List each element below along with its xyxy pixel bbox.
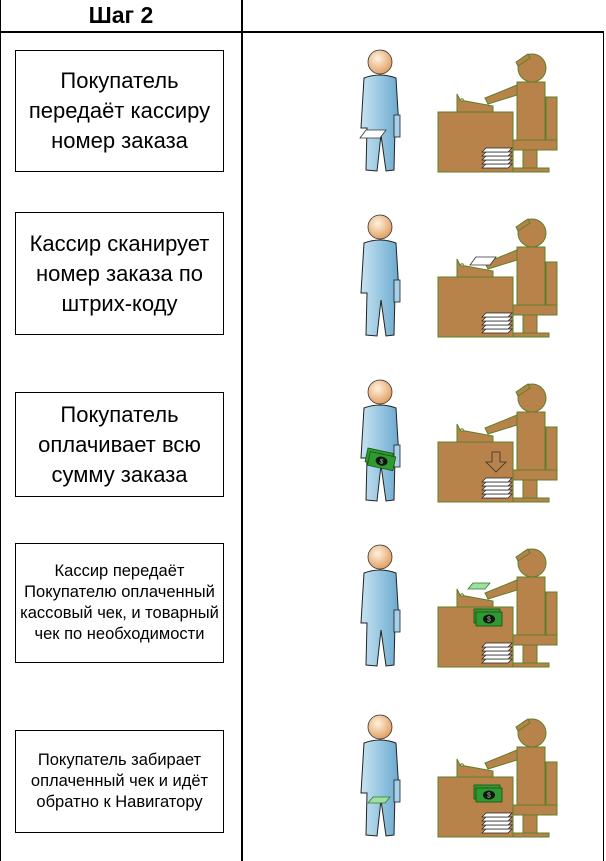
receipt-icon xyxy=(467,582,491,590)
table-border-left xyxy=(0,0,1,861)
table-border-right xyxy=(603,33,604,861)
step-box-3: Покупатель оплачивает всю сумму заказа xyxy=(15,392,224,497)
step-text: Покупатель забирает оплаченный чек и идё… xyxy=(30,751,209,811)
step-text: Покупатель передаёт кассиру номер заказа xyxy=(28,68,211,153)
column-divider xyxy=(241,0,243,861)
cash-icon xyxy=(473,608,503,627)
step-box-1: Покупатель передаёт кассиру номер заказа xyxy=(15,50,224,172)
scene-customer-takes-receipt xyxy=(360,714,558,838)
step-box-4: Кассир передаёт Покупателю оплаченный ка… xyxy=(15,543,224,663)
step-text: Кассир передаёт Покупателю оплаченный ка… xyxy=(20,562,219,643)
step-box-2: Кассир сканирует номер заказа по штрих-к… xyxy=(15,212,224,335)
scene-customer-hands-paper xyxy=(359,49,558,173)
step-title: Шаг 2 xyxy=(88,2,154,28)
cash-icon xyxy=(473,784,503,803)
step-box-5: Покупатель забирает оплаченный чек и идё… xyxy=(15,730,224,833)
arrow-down-icon xyxy=(485,451,507,473)
scene-customer-pays xyxy=(360,379,558,503)
header-divider xyxy=(0,31,604,33)
step-text: Покупатель оплачивает всю сумму заказа xyxy=(38,401,201,487)
scene-cashier-gives-receipt xyxy=(360,544,558,668)
scene-cashier-scans xyxy=(360,214,558,338)
step-text: Кассир сканирует номер заказа по штрих-к… xyxy=(29,230,210,316)
